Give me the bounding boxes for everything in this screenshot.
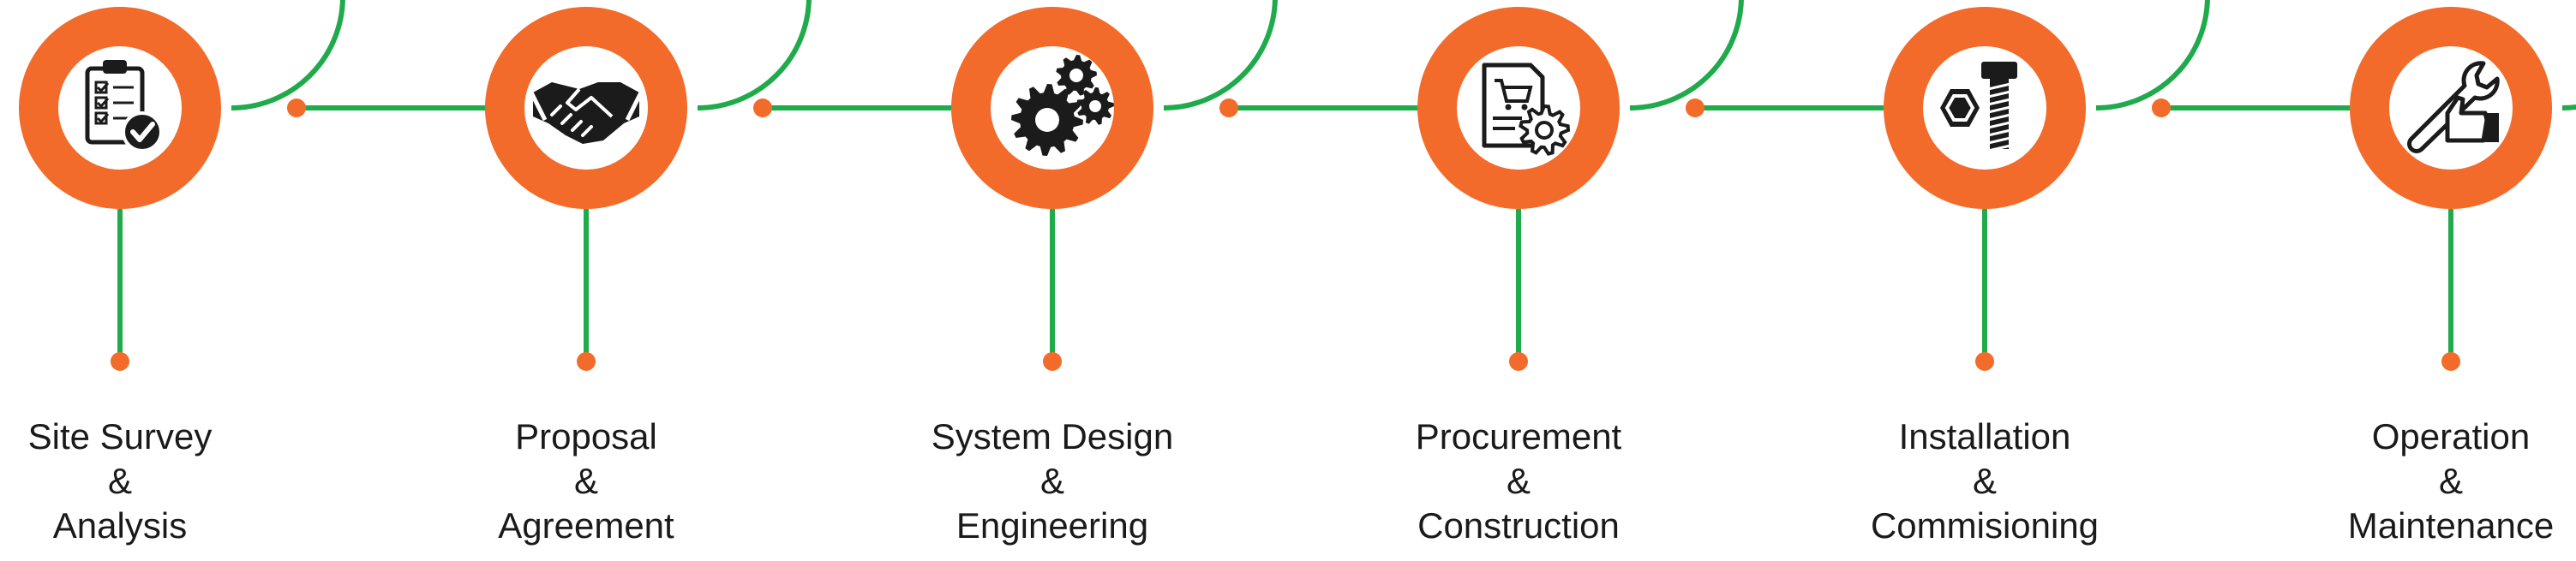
step-4-drop-dot [1509,352,1528,371]
step-label-2: Proposal & Agreement [406,415,766,548]
step-label-4: Procurement & Construction [1339,415,1698,548]
step-1-green-arc [231,0,345,110]
step-node-5 [1884,0,2210,371]
connector-dot-4 [1686,98,1704,117]
step-5-drop-dot [1975,352,1994,371]
step-label-5: Installation & Commisioning [1805,415,2165,548]
step-3-green-arc [1163,0,1278,110]
step-node-3 [951,0,1278,371]
clipboard-check-icon [85,60,163,152]
connector-dot-5 [2152,98,2171,117]
cart-document-gear-icon [1482,63,1571,156]
step-2-ampersand: & [573,461,598,501]
step-5-title: Installation [1898,416,2071,457]
step-3-title: System Design [931,416,1174,457]
step-1-drop-dot [111,352,129,371]
step-3-drop-dot [1043,352,1062,371]
connector-dot-2 [753,98,772,117]
step-6-drop-dot [2441,352,2460,371]
step-5-green-arc [2095,0,2210,110]
step-1-title: Site Survey [27,416,213,457]
step-node-1 [19,0,345,371]
step-node-4 [1417,0,1744,371]
step-1-subtitle: Analysis [52,505,188,546]
step-node-2 [485,0,812,371]
step-2-drop-dot [577,352,596,371]
step-4-subtitle: Construction [1417,505,1620,546]
gears-icon [1011,55,1114,156]
step-5-subtitle: Commisioning [1870,505,2100,546]
connector-dot-3 [1219,98,1238,117]
connector-dot-1 [287,98,306,117]
step-4-ampersand: & [1506,461,1531,501]
step-node-6 [2350,7,2576,371]
step-4-title: Procurement [1415,416,1622,457]
step-3-subtitle: Engineering [956,505,1149,546]
wrench-thumbsup-icon [2407,61,2500,153]
step-6-subtitle: Maintenance [2347,505,2555,546]
handshake-icon [527,82,645,144]
step-6-ampersand: & [2438,461,2463,501]
step-1-ampersand: & [107,461,132,501]
step-2-green-arc [697,0,812,110]
step-4-green-arc [1629,0,1744,110]
nut-bolt-icon [1940,62,2017,152]
step-6-title: Operation [2371,416,2531,457]
step-2-subtitle: Agreement [498,505,674,546]
step-2-title: Proposal [515,416,657,457]
step-label-3: System Design & Engineering [872,415,1232,548]
step-label-6: Operation & Maintenance [2271,415,2576,548]
step-5-ampersand: & [1972,461,1997,501]
step-label-1: Site Survey & Analysis [0,415,300,548]
step-3-ampersand: & [1039,461,1064,501]
